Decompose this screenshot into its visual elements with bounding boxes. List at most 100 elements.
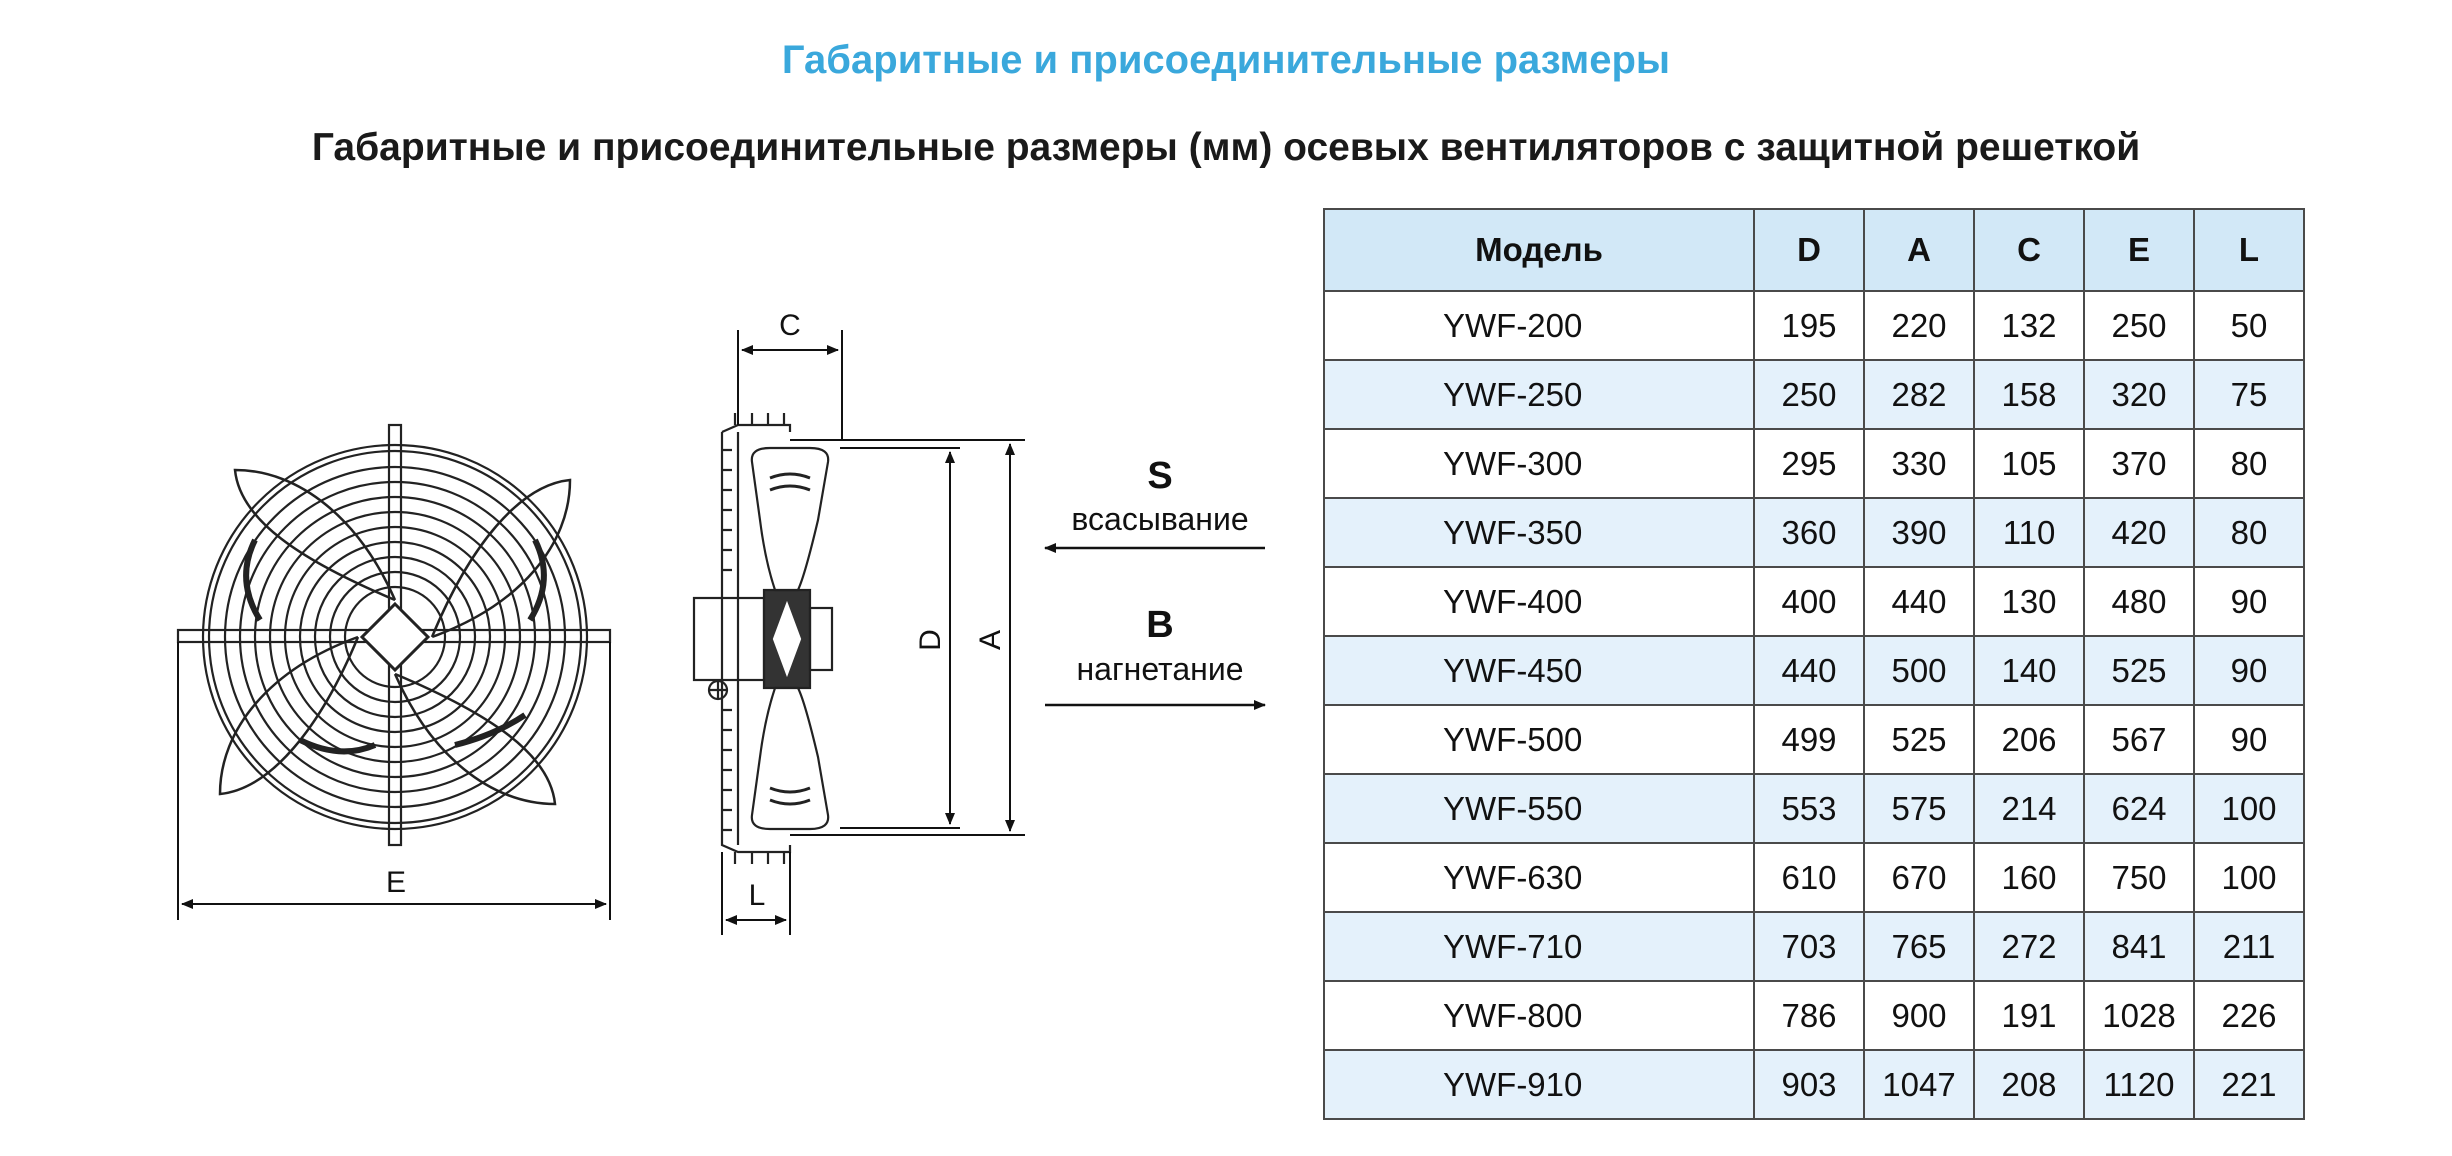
cell-a: 765 [1863,911,1975,982]
fan-side-view [692,413,834,864]
header-model: Модель [1323,208,1755,292]
dimensions-table: Модель D A C E L YWF-200 195 220 132 250… [1323,208,2305,1120]
table-row: YWF-710 703 765 272 841 211 [1323,911,2305,982]
cell-e: 420 [2083,497,2195,568]
cell-l: 80 [2193,497,2305,568]
cell-model: YWF-400 [1323,566,1755,637]
cell-a: 670 [1863,842,1975,913]
table-row: YWF-300 295 330 105 370 80 [1323,428,2305,499]
cell-d: 610 [1753,842,1865,913]
cell-c: 158 [1973,359,2085,430]
cell-a: 575 [1863,773,1975,844]
cell-l: 221 [2193,1049,2305,1120]
dimension-d-a [790,439,1025,836]
cell-d: 903 [1753,1049,1865,1120]
cell-c: 130 [1973,566,2085,637]
table-row: YWF-400 400 440 130 480 90 [1323,566,2305,637]
cell-model: YWF-350 [1323,497,1755,568]
fan-front-view [176,423,612,847]
table-row: YWF-200 195 220 132 250 50 [1323,290,2305,361]
cell-e: 750 [2083,842,2195,913]
cell-a: 330 [1863,428,1975,499]
dimension-c [737,330,843,440]
cell-e: 525 [2083,635,2195,706]
cell-e: 1120 [2083,1049,2195,1120]
cell-c: 214 [1973,773,2085,844]
suction-text: всасывание [1071,501,1248,537]
table-header-row: Модель D A C E L [1323,208,2305,292]
page-title: Габаритные и присоединительные размеры [781,38,1671,82]
cell-model: YWF-800 [1323,980,1755,1051]
dimension-l [721,852,791,935]
header-l: L [2193,208,2305,292]
dimension-label-e: E [386,866,406,899]
cell-e: 370 [2083,428,2195,499]
cell-e: 250 [2083,290,2195,361]
cell-model: YWF-200 [1323,290,1755,361]
cell-c: 160 [1973,842,2085,913]
cell-d: 360 [1753,497,1865,568]
dimension-label-l: L [749,879,766,912]
cell-l: 211 [2193,911,2305,982]
cell-c: 110 [1973,497,2085,568]
cell-model: YWF-500 [1323,704,1755,775]
cell-d: 250 [1753,359,1865,430]
cell-model: YWF-450 [1323,635,1755,706]
dimension-label-a: A [974,630,1007,650]
cell-a: 525 [1863,704,1975,775]
cell-model: YWF-910 [1323,1049,1755,1120]
dimension-label-d: D [914,629,947,651]
cell-e: 624 [2083,773,2195,844]
table-row: YWF-350 360 390 110 420 80 [1323,497,2305,568]
dimension-label-c: C [779,309,801,342]
cell-a: 900 [1863,980,1975,1051]
cell-l: 90 [2193,566,2305,637]
dimension-e [177,642,611,920]
cell-model: YWF-300 [1323,428,1755,499]
cell-c: 272 [1973,911,2085,982]
cell-d: 400 [1753,566,1865,637]
cell-l: 100 [2193,842,2305,913]
cell-model: YWF-710 [1323,911,1755,982]
cell-a: 1047 [1863,1049,1975,1120]
cell-c: 105 [1973,428,2085,499]
cell-a: 282 [1863,359,1975,430]
cell-e: 567 [2083,704,2195,775]
cell-d: 703 [1753,911,1865,982]
cell-l: 75 [2193,359,2305,430]
discharge-letter: B [1146,604,1173,646]
table-row: YWF-800 786 900 191 1028 226 [1323,980,2305,1051]
cell-e: 480 [2083,566,2195,637]
discharge-text: нагнетание [1077,651,1244,687]
cell-l: 90 [2193,704,2305,775]
cell-c: 191 [1973,980,2085,1051]
cell-c: 208 [1973,1049,2085,1120]
suction-letter: S [1147,455,1172,497]
cell-d: 295 [1753,428,1865,499]
table-row: YWF-450 440 500 140 525 90 [1323,635,2305,706]
cell-c: 132 [1973,290,2085,361]
cell-d: 553 [1753,773,1865,844]
cell-e: 841 [2083,911,2195,982]
page-subtitle: Габаритные и присоединительные размеры (… [311,126,2141,169]
header-c: C [1973,208,2085,292]
cell-model: YWF-550 [1323,773,1755,844]
cell-a: 390 [1863,497,1975,568]
cell-d: 440 [1753,635,1865,706]
cell-d: 195 [1753,290,1865,361]
cell-model: YWF-630 [1323,842,1755,913]
cell-e: 1028 [2083,980,2195,1051]
cell-model: YWF-250 [1323,359,1755,430]
cell-e: 320 [2083,359,2195,430]
cell-l: 80 [2193,428,2305,499]
table-row: YWF-550 553 575 214 624 100 [1323,773,2305,844]
cell-c: 206 [1973,704,2085,775]
table-row: YWF-910 903 1047 208 1120 221 [1323,1049,2305,1120]
table-row: YWF-630 610 670 160 750 100 [1323,842,2305,913]
cell-l: 50 [2193,290,2305,361]
header-a: A [1863,208,1975,292]
cell-l: 100 [2193,773,2305,844]
cell-l: 226 [2193,980,2305,1051]
cell-c: 140 [1973,635,2085,706]
cell-a: 500 [1863,635,1975,706]
